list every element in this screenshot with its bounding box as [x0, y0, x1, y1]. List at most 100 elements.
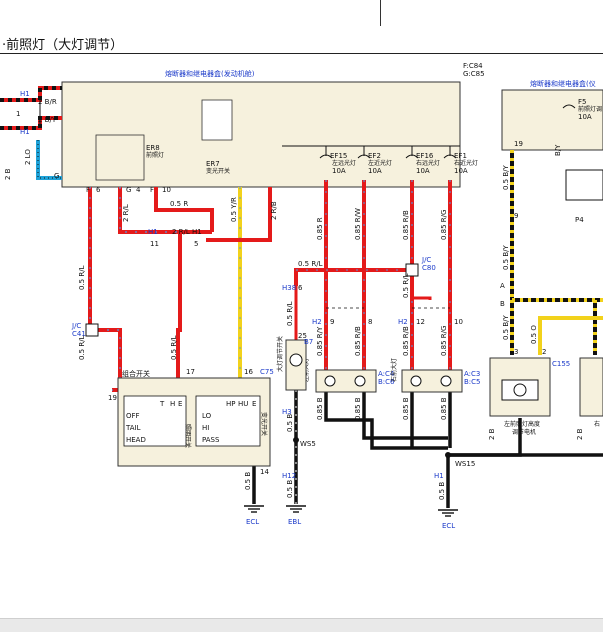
- ground-ecl-left-icon: [243, 505, 265, 513]
- label-h1-ws15: H1: [434, 472, 444, 480]
- splice-ws15-icon: [445, 452, 451, 458]
- motor-label-1: 左前照灯高度: [504, 420, 540, 428]
- label-pin-b: B: [500, 300, 505, 308]
- label-h2b: H2: [398, 318, 408, 326]
- junction-c80-code: C80: [422, 264, 436, 272]
- label-pin-10: 10: [162, 186, 171, 194]
- relay-er7-box: [201, 99, 233, 141]
- wire-lo-group: [36, 140, 62, 180]
- label-h12: H12: [282, 472, 296, 480]
- label-2rl-h1: 2 R/L H1: [172, 228, 202, 236]
- fusebox-right-title: 熔断器和继电器盒(仪: [530, 79, 596, 88]
- label-085rw: 0.85 R/W: [354, 208, 362, 240]
- sw-pass-label: PASS: [202, 436, 220, 444]
- sw-dimmer-label: 变光开关: [260, 412, 268, 436]
- label-05rl-v: 0.5 R/L: [78, 265, 86, 290]
- fuse-ef16-amp: 10A: [416, 167, 430, 175]
- wire-fuse-outputs: [324, 180, 452, 370]
- fuse-ef16-name: 右远光灯: [416, 159, 440, 167]
- label-pin-f: F: [86, 186, 90, 194]
- fuse-f5-amp: 10A: [578, 113, 592, 121]
- label-pin-4: 4: [136, 186, 141, 194]
- combo-switch-label: 组合开关: [122, 369, 150, 378]
- label-pin-f2: F: [150, 186, 154, 194]
- ground-ecl-right-icon: [437, 509, 459, 517]
- label-pin-2: 2: [542, 348, 546, 356]
- junction-c80-label: J/C: [421, 256, 431, 264]
- label-h1-mid: H1: [148, 228, 158, 236]
- label-085ry: 0.85 R/Y: [316, 326, 324, 356]
- sw-light-label: 照明开关: [184, 424, 192, 448]
- splice-ws5-label: WS5: [300, 440, 316, 448]
- level-switch-label: 大灯调节开关: [276, 336, 284, 372]
- label-pin-12: 12: [416, 318, 425, 326]
- splice-ws15-label: WS15: [455, 460, 475, 468]
- label-05o: 0.5 O: [530, 325, 538, 344]
- wire-05r: [154, 187, 214, 232]
- label-pin-a: A: [500, 282, 505, 290]
- light-switch-grid: [123, 395, 187, 447]
- motor-label-2: 调节电机: [512, 428, 536, 436]
- left-motor-icon: [513, 383, 527, 397]
- wire-orange-05o: [538, 316, 603, 355]
- label-h38: H38: [282, 284, 296, 292]
- rheostat-p4-label: P4: [575, 216, 584, 224]
- label-085rb3: 0.85 R/B: [402, 326, 410, 356]
- fuse-ef2-label: EF2: [368, 152, 381, 160]
- label-pin-8: 8: [368, 318, 372, 326]
- label-05rl-c: 0.5 R/L: [402, 273, 410, 298]
- label-05by-3: 0.5 B/Y: [502, 314, 510, 340]
- label-05b-4: 0.5 B: [438, 482, 446, 500]
- fuse-ef2-amp: 10A: [368, 167, 382, 175]
- label-pin-9: 9: [330, 318, 334, 326]
- label-085b-3: 0.85 B: [402, 397, 410, 420]
- right-motor-stub-label: 右: [594, 420, 600, 428]
- wire-black-ground: [324, 392, 603, 508]
- fusebox-left-code1: F:C84: [463, 62, 483, 70]
- label-05b-2: 0.5 B: [286, 414, 294, 432]
- label-085rg: 0.85 R/G: [440, 210, 448, 240]
- top-toolbar: [0, 0, 603, 26]
- label-085b-1: 0.85 B: [316, 397, 324, 420]
- left-headlamp-box: [315, 369, 377, 393]
- label-pin-5: 5: [194, 240, 198, 248]
- bottom-scrollbar[interactable]: [0, 618, 603, 632]
- label-085b-2: 0.85 B: [354, 397, 362, 420]
- sw-h-label: H: [170, 400, 175, 408]
- label-pin-17: 17: [186, 368, 195, 376]
- right-level-motor-box: [579, 357, 603, 417]
- level-switch-code: B7: [304, 338, 313, 346]
- right-headlamp-code-a: A:C3: [464, 370, 480, 378]
- label-2b-1: 2 B: [488, 428, 496, 440]
- label-2by: 2 B/Y: [38, 116, 57, 124]
- sw-hp-label: HP: [226, 400, 236, 408]
- label-05rl-f: 0.5 R/L: [170, 335, 178, 360]
- label-pin-19b: 19: [514, 140, 523, 148]
- label-05rl-h: 0.5 R/L: [298, 260, 323, 268]
- fusebox-right: [501, 89, 603, 151]
- junction-c41: [85, 323, 99, 337]
- ground-ebl-icon: [285, 505, 307, 513]
- wire-by-right: [510, 150, 603, 355]
- fuse-ef1-label: EF1: [454, 152, 467, 160]
- label-pin-9b: 9: [514, 212, 518, 220]
- motor-code: C155: [552, 360, 570, 368]
- relay-er8-name: 前照灯: [146, 151, 164, 159]
- fuse-ef15-label: EF15: [330, 152, 347, 160]
- fuse-ef1-amp: 10A: [454, 167, 468, 175]
- label-05by-1: 0.5 B/Y: [502, 164, 510, 190]
- junction-c41-code: C41: [72, 330, 86, 338]
- fuse-ef2-name: 左近光灯: [368, 159, 392, 167]
- label-pin-16: 16: [244, 368, 253, 376]
- label-pin-19: 19: [108, 394, 117, 402]
- fusebox-left-title: 熔断器和继电器盒(发动机舱): [165, 69, 255, 78]
- splice-ws5-icon: [293, 437, 299, 443]
- toolbar-divider: [380, 0, 381, 26]
- relay-er8-box: [95, 134, 145, 181]
- left-headlamp-code-a: A:C4: [378, 370, 395, 378]
- page-title: ·前照灯（大灯调节）: [2, 38, 124, 53]
- junction-c80: [405, 263, 419, 277]
- label-pin-11: 11: [150, 240, 159, 248]
- left-lowbeam-bulb-icon: [354, 375, 366, 387]
- fuse-ef16-label: EF16: [416, 152, 434, 160]
